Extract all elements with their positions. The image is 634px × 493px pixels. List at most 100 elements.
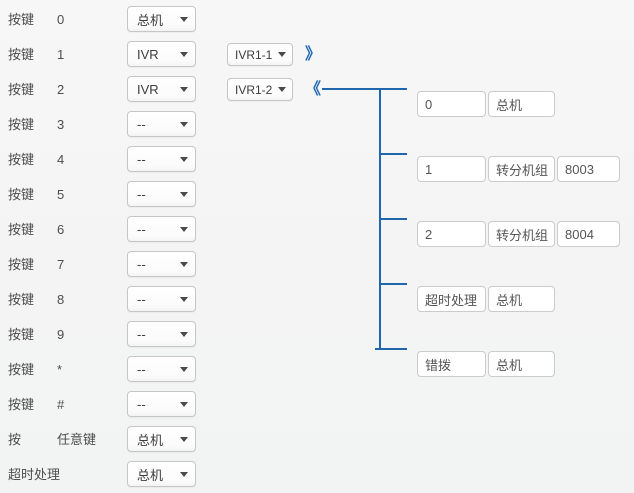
detail-action-value: 转分机组 <box>496 227 549 243</box>
key-row-key: 0 <box>57 12 65 27</box>
key-row-key: 9 <box>57 327 65 342</box>
key-row-label: 按键 <box>8 327 35 342</box>
detail-key-value: 2 <box>425 226 433 242</box>
detail-key-value: 超时处理 <box>425 292 478 308</box>
key-row-label: 按键 <box>8 152 35 167</box>
detail-action-input[interactable]: 转分机组 <box>488 221 555 247</box>
action-select[interactable]: 总机 <box>127 6 196 32</box>
action-select[interactable]: IVR <box>127 41 196 67</box>
key-row-7: 按键 7 -- <box>0 247 634 282</box>
detail-action-input[interactable]: 总机 <box>488 286 555 312</box>
detail-number-value: 8004 <box>565 226 594 242</box>
key-row-key: 2 <box>57 82 65 97</box>
caret-down-icon <box>180 366 188 372</box>
action-select-value: -- <box>137 221 146 237</box>
action-select[interactable]: -- <box>127 286 196 312</box>
action-select-value: 总机 <box>137 467 164 483</box>
caret-down-icon <box>180 86 188 92</box>
key-row-star: 按键 * -- <box>0 352 634 387</box>
action-select[interactable]: -- <box>127 146 196 172</box>
detail-key-input[interactable]: 超时处理 <box>417 286 486 312</box>
action-select-value: -- <box>137 326 146 342</box>
detail-key-input[interactable]: 错拨 <box>417 351 486 377</box>
expand-icon[interactable]: 》 <box>305 46 322 63</box>
collapse-icon[interactable]: 《 <box>305 81 322 98</box>
detail-action-value: 总机 <box>496 357 523 373</box>
key-row-label: 按键 <box>8 222 35 237</box>
detail-action-input[interactable]: 总机 <box>488 91 555 117</box>
action-select-value: -- <box>137 256 146 272</box>
detail-action-input[interactable]: 总机 <box>488 351 555 377</box>
key-row-key: 任意键 <box>57 432 97 447</box>
action-select[interactable]: 总机 <box>127 461 196 487</box>
action-select[interactable]: -- <box>127 181 196 207</box>
action-select-value: -- <box>137 396 146 412</box>
key-row-3: 按键 3 -- <box>0 107 634 142</box>
detail-action-value: 转分机组 <box>496 162 549 178</box>
detail-action-value: 总机 <box>496 97 523 113</box>
key-row-key: 3 <box>57 117 65 132</box>
caret-down-icon <box>180 471 188 477</box>
key-row-key: 5 <box>57 187 65 202</box>
action-select-value: IVR <box>137 46 159 62</box>
detail-action-input[interactable]: 转分机组 <box>488 156 555 182</box>
detail-key-input[interactable]: 0 <box>417 91 486 117</box>
action-select[interactable]: -- <box>127 251 196 277</box>
key-row-key: * <box>57 362 63 377</box>
key-row-label: 按键 <box>8 257 35 272</box>
key-row-pound: 按键 # -- <box>0 387 634 422</box>
action-select-value: -- <box>137 291 146 307</box>
key-row-label: 按键 <box>8 397 35 412</box>
action-select[interactable]: -- <box>127 391 196 417</box>
detail-key-value: 1 <box>425 161 433 177</box>
key-row-key: 6 <box>57 222 65 237</box>
connector-line <box>379 153 407 155</box>
ivr-target-select[interactable]: IVR1-1 <box>227 43 293 66</box>
detail-key-value: 0 <box>425 96 433 112</box>
action-select-value: -- <box>137 186 146 202</box>
action-select[interactable]: -- <box>127 356 196 382</box>
ivr-target-select-value: IVR1-1 <box>235 47 273 62</box>
ivr-target-select[interactable]: IVR1-2 <box>227 78 293 101</box>
key-row-key: # <box>57 397 65 412</box>
key-row-label: 超时处理 <box>8 467 61 482</box>
detail-key-input[interactable]: 2 <box>417 221 486 247</box>
action-select-value: -- <box>137 151 146 167</box>
key-row-2: 按键 2 IVR IVR1-2 《 <box>0 72 634 107</box>
action-select[interactable]: -- <box>127 321 196 347</box>
caret-down-icon <box>180 16 188 22</box>
caret-down-icon <box>180 261 188 267</box>
detail-number-value: 8003 <box>565 161 594 177</box>
key-row-label: 按键 <box>8 47 35 62</box>
action-select-value: -- <box>137 116 146 132</box>
key-row-key: 1 <box>57 47 65 62</box>
connector-line <box>379 283 407 285</box>
caret-down-icon <box>180 121 188 127</box>
ivr-target-select-value: IVR1-2 <box>235 82 273 97</box>
caret-down-icon <box>180 401 188 407</box>
ivr-detail-row-0: 0 总机 <box>417 91 555 117</box>
action-select[interactable]: IVR <box>127 76 196 102</box>
caret-down-icon <box>180 226 188 232</box>
ivr-detail-row-timeout: 超时处理 总机 <box>417 286 555 312</box>
action-select[interactable]: -- <box>127 111 196 137</box>
key-row-label: 按 <box>8 432 22 447</box>
key-row-timeout: 超时处理 总机 <box>0 457 634 492</box>
key-row-9: 按键 9 -- <box>0 317 634 352</box>
caret-down-icon <box>180 156 188 162</box>
detail-number-input[interactable]: 8003 <box>557 156 620 182</box>
action-select-value: -- <box>137 361 146 377</box>
key-row-5: 按键 5 -- <box>0 177 634 212</box>
action-select-value: 总机 <box>137 432 164 448</box>
detail-key-input[interactable]: 1 <box>417 156 486 182</box>
connector-line <box>375 348 407 350</box>
caret-down-icon <box>180 191 188 197</box>
action-select-value: IVR <box>137 81 159 97</box>
action-select[interactable]: -- <box>127 216 196 242</box>
action-select[interactable]: 总机 <box>127 426 196 452</box>
detail-number-input[interactable]: 8004 <box>557 221 620 247</box>
key-row-label: 按键 <box>8 187 35 202</box>
key-row-label: 按键 <box>8 12 35 27</box>
caret-down-icon <box>180 436 188 442</box>
